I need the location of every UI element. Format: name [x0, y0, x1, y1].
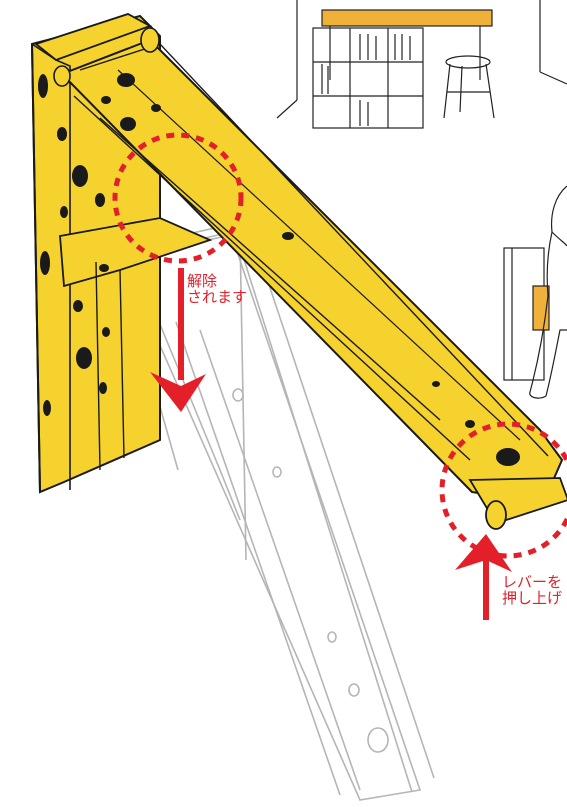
- stool-seat: [445, 55, 491, 69]
- lever-callout-line2: 押し上げ: [502, 589, 563, 607]
- desk-top: [321, 9, 493, 27]
- down-arrow-icon: [150, 268, 206, 412]
- room-sketch-inset: [276, 0, 567, 129]
- release-highlight-circle: [112, 132, 244, 264]
- lever-callout-line1: レバーを: [502, 573, 563, 591]
- release-callout-line2: されます: [187, 288, 248, 306]
- extended-arm: [34, 13, 567, 530]
- person-sketch: [503, 185, 567, 399]
- release-callout-label: 解除 されます: [187, 273, 247, 305]
- lever-callout-label: レバーを 押し上げ: [502, 574, 562, 606]
- bookshelf: [312, 27, 424, 129]
- release-callout-line1: 解除: [187, 272, 218, 290]
- up-arrow-icon: [455, 534, 512, 620]
